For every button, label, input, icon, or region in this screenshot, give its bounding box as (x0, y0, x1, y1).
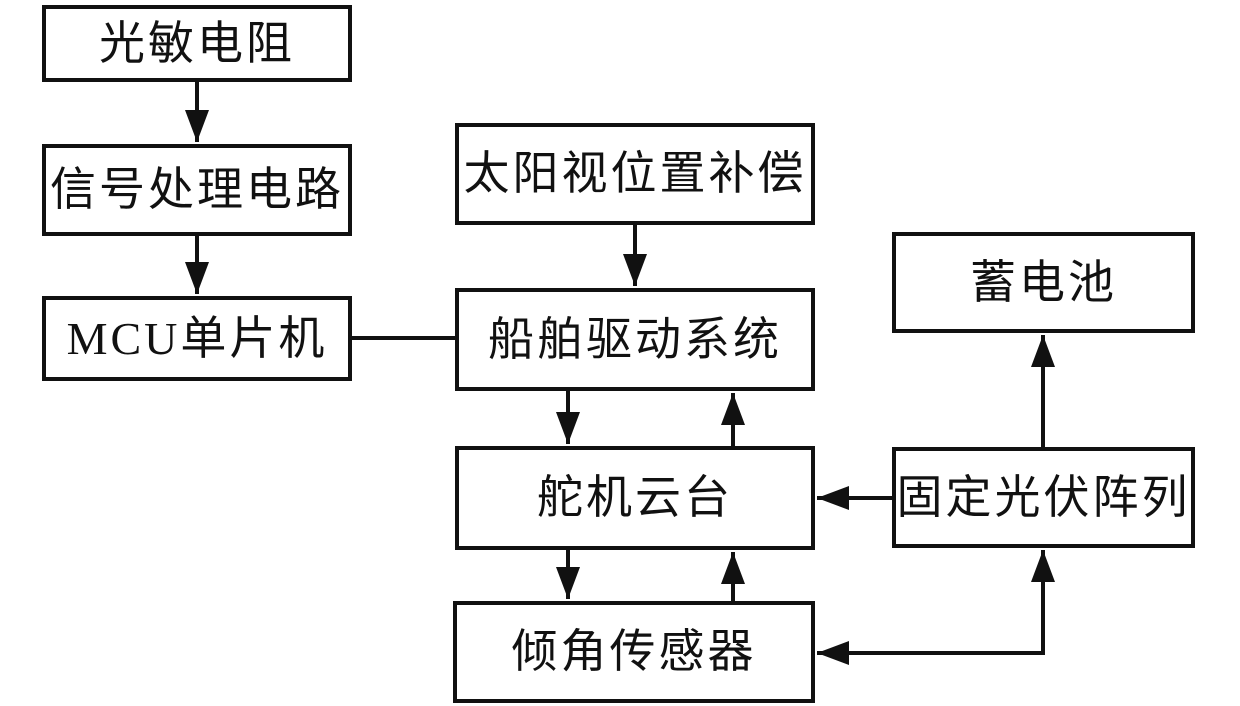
node-signal-processing-circuit: 信号处理电路 (42, 144, 352, 236)
node-label-mcu-microcontroller: MCU单片机 (66, 312, 328, 364)
node-battery: 蓄电池 (892, 232, 1195, 333)
node-label-fixed-pv-array: 固定光伏阵列 (896, 471, 1191, 523)
node-label-tilt-sensor: 倾角传感器 (511, 626, 757, 677)
node-mcu-microcontroller: MCU单片机 (42, 296, 352, 381)
node-label-photoresistor: 光敏电阻 (99, 17, 295, 69)
node-ship-drive-system: 船舶驱动系统 (455, 288, 815, 391)
node-label-sun-position-compensation: 太阳视位置补偿 (463, 148, 807, 199)
node-photoresistor: 光敏电阻 (42, 5, 352, 82)
node-label-ship-drive-system: 船舶驱动系统 (488, 313, 782, 365)
node-label-servo-gimbal: 舵机云台 (537, 472, 733, 523)
node-label-battery: 蓄电池 (970, 256, 1117, 308)
node-servo-gimbal: 舵机云台 (455, 446, 815, 550)
node-sun-position-compensation: 太阳视位置补偿 (455, 123, 815, 225)
node-label-signal-processing-circuit: 信号处理电路 (50, 164, 344, 215)
node-fixed-pv-array: 固定光伏阵列 (892, 447, 1195, 548)
node-tilt-sensor: 倾角传感器 (453, 601, 815, 703)
